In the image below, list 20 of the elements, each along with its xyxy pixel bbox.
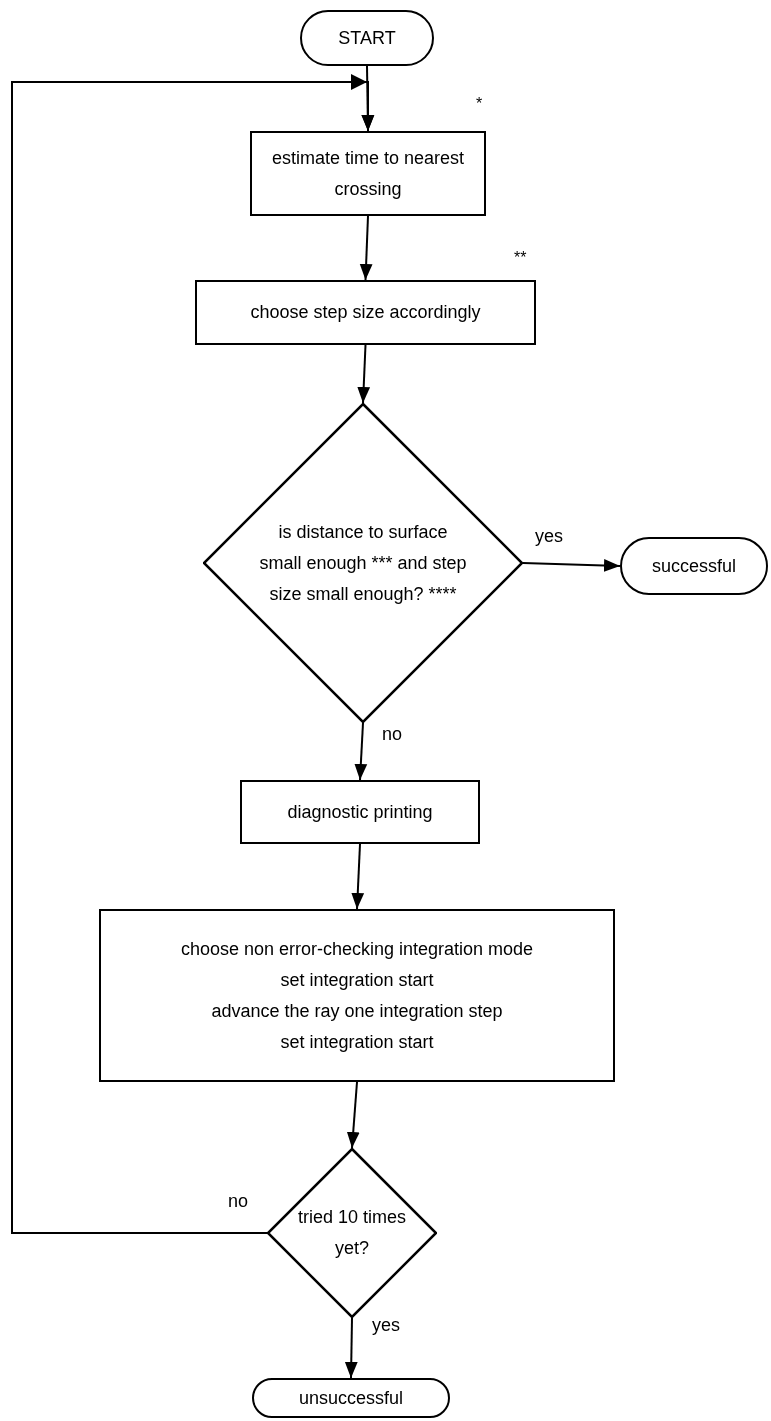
footnote-mark: ** (514, 250, 527, 266)
process-box (99, 909, 615, 1082)
decision-diamond (203, 403, 523, 723)
node-text: unsuccessful (298, 1386, 404, 1410)
node-text: choose non error-checking integration mode (180, 937, 534, 961)
node-text: set integration start (280, 1030, 434, 1054)
process-box (240, 780, 480, 844)
footnote-mark: * (476, 96, 483, 112)
node-text: successful (651, 554, 736, 578)
node-text: tried 10 times yet? (297, 1206, 407, 1260)
process-box (195, 280, 536, 345)
node-text: advance the ray one integration step (211, 999, 503, 1023)
node-text: is distance to surface small enough *** and step size small enough? **** (258, 520, 468, 606)
decision-diamond (267, 1148, 437, 1318)
node-text: START (338, 26, 396, 50)
node-text: diagnostic printing (287, 800, 433, 824)
process-box (250, 131, 486, 216)
node-text: set integration start (280, 968, 434, 992)
node-text: estimate time to nearest crossing (270, 146, 466, 201)
node-text: choose step size accordingly (250, 301, 481, 324)
